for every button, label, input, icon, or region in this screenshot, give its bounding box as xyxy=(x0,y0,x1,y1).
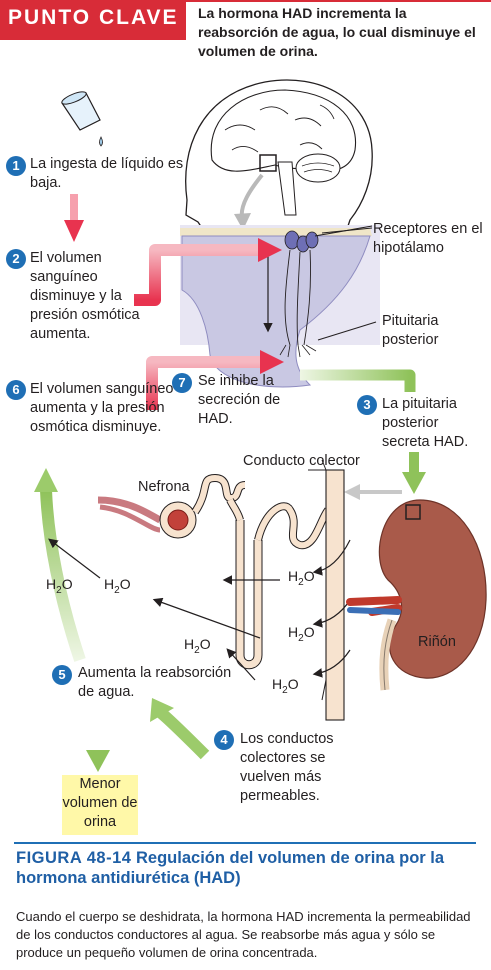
key-point-badge: PUNTO CLAVE xyxy=(0,0,186,40)
step-6-text: El volumen sanguíneo aumenta y la presió… xyxy=(30,381,174,435)
nephron-illustration xyxy=(97,473,332,670)
step-5-text: Aumenta la reabsorción de agua. xyxy=(78,665,232,700)
key-point-label: PUNTO CLAVE xyxy=(8,6,179,29)
water-label: H2O xyxy=(288,568,315,588)
cup-icon xyxy=(61,91,103,147)
water-label: H2O xyxy=(46,576,73,596)
water-label: H2O xyxy=(184,636,211,656)
step-2-badge: 2 xyxy=(6,249,26,269)
step-6-badge: 6 xyxy=(6,380,26,400)
nephron-label: Nefrona xyxy=(138,479,190,495)
figure-title-text: Regulación del volumen de orina por la h… xyxy=(16,849,445,887)
step-3-text: La pituitaria posterior secreta HAD. xyxy=(382,396,469,450)
step-7-text: Se inhibe la secreción de HAD. xyxy=(198,373,281,427)
step-1-text: La ingesta de líquido es baja. xyxy=(30,156,184,191)
hypothalamus-label: Receptores en el hipotálamo xyxy=(373,221,483,256)
step-1-badge: 1 xyxy=(6,156,26,176)
collecting-duct-label: Conducto colector xyxy=(243,453,360,469)
key-point-text: La hormona HAD incrementa la reabsorción… xyxy=(198,5,476,59)
hypothalamus-tissue xyxy=(180,225,380,388)
step-2-text: El volumen sanguíneo disminuye y la pres… xyxy=(30,250,140,342)
collecting-duct xyxy=(308,469,345,721)
kidney-label: Riñón xyxy=(418,634,456,650)
step-4-badge: 4 xyxy=(214,730,234,750)
result-box: Menor volumen de orina xyxy=(62,775,138,835)
figure-id: FIGURA 48-14 xyxy=(16,849,132,867)
water-label: H2O xyxy=(272,676,299,696)
step-3-badge: 3 xyxy=(357,395,377,415)
header-rule xyxy=(186,0,491,2)
water-label: H2O xyxy=(104,576,131,596)
head-illustration xyxy=(185,79,373,256)
step-7-badge: 7 xyxy=(172,373,192,393)
adh-diagram xyxy=(34,79,487,772)
figure-title: FIGURA 48-14 Regulación del volumen de o… xyxy=(16,848,486,888)
pituitary-label: Pituitaria posterior xyxy=(382,313,439,348)
figure-description: Cuando el cuerpo se deshidrata, la hormo… xyxy=(16,909,471,960)
kidney-illustration xyxy=(346,499,487,691)
step-5-badge: 5 xyxy=(52,665,72,685)
caption-rule xyxy=(14,842,476,844)
step-4-text: Los conductos colectores se vuelven más … xyxy=(240,731,334,804)
water-label: H2O xyxy=(288,624,315,644)
